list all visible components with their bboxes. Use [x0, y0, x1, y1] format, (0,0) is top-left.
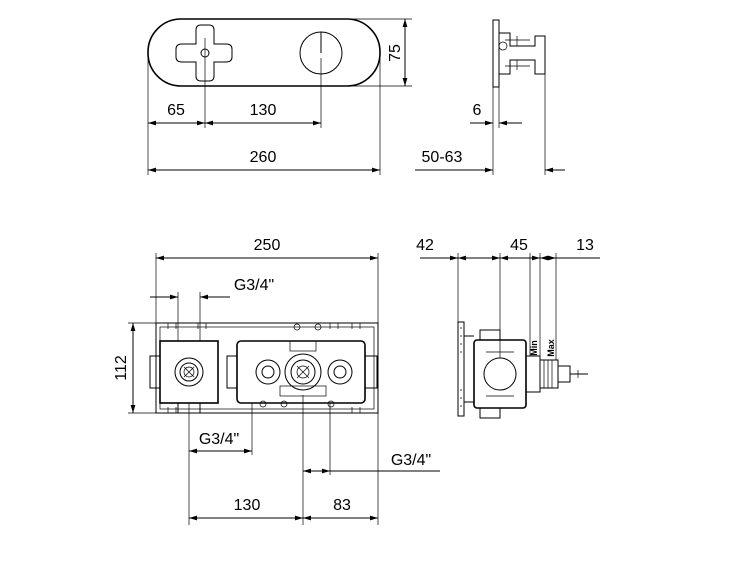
- dim-width-260: 260: [250, 149, 277, 166]
- dim-spacing-130: 130: [250, 102, 277, 119]
- dim-offset-65: 65: [167, 102, 185, 119]
- dim-spacing-130-bottom: 130: [234, 497, 261, 514]
- dim-offset-83: 83: [333, 497, 351, 514]
- dim-body-width: 250: [254, 237, 281, 254]
- cross-handle-icon: [175, 24, 233, 82]
- side-plate-view: 6 50-63: [415, 19, 565, 175]
- dim-body-height: 112: [113, 355, 130, 381]
- dim-plate-thickness: 6: [473, 102, 482, 119]
- label-max: Max: [546, 339, 556, 357]
- dim-depth-45: 45: [510, 237, 528, 254]
- body-front-view: 250 G3/4" 112 G3/4" G3/4" 130 83: [113, 237, 440, 525]
- cover-plate: [147, 18, 381, 87]
- dim-depth-42: 42: [416, 237, 434, 254]
- dim-depth-13: 13: [576, 237, 594, 254]
- front-plate-view: 75 65 130 260: [147, 18, 412, 175]
- dim-thread-bottom-right: G3/4": [391, 452, 431, 469]
- dim-thread-bottom-left: G3/4": [199, 431, 239, 448]
- dim-thread-top: G3/4": [234, 277, 274, 294]
- mounting-frame: [155, 322, 379, 414]
- body-side-view: Min Max 42 45 13: [416, 237, 600, 419]
- label-min: Min: [529, 340, 539, 356]
- dim-plate-height: 75: [387, 44, 404, 62]
- dim-depth-range: 50-63: [422, 149, 463, 166]
